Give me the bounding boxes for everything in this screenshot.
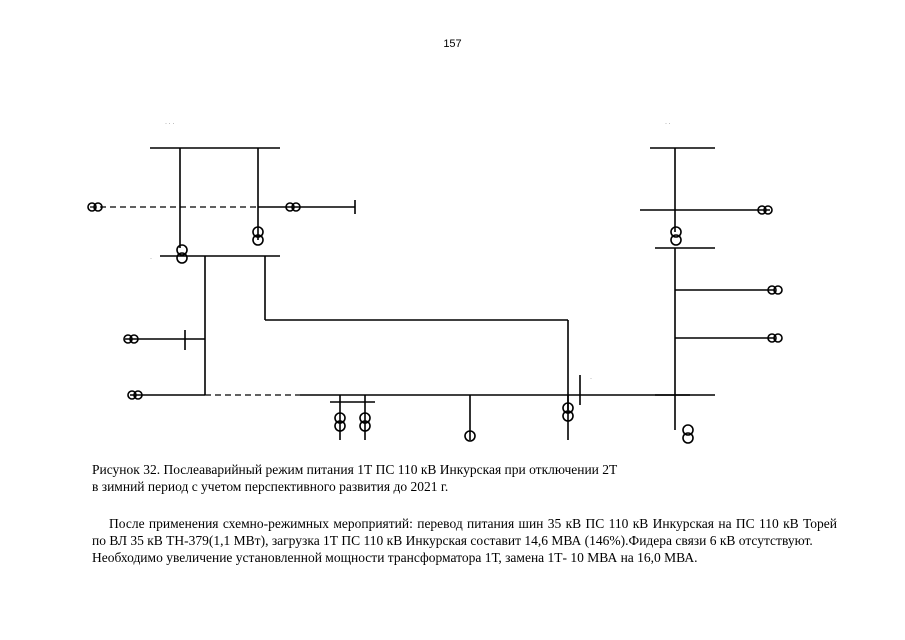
svg-text:·: · [150, 256, 152, 262]
figure-caption: Рисунок 32. Послеаварийный режим питания… [92, 461, 832, 495]
page-number: 157 [443, 38, 462, 50]
body-text: После применения схемно-режимных меропри… [92, 515, 837, 566]
caption-line-1: Рисунок 32. Послеаварийный режим питания… [92, 462, 618, 477]
caption-line-2: в зимний период с учетом перспективного … [92, 479, 449, 494]
svg-text:·: · [590, 376, 592, 382]
svg-text:· · ·: · · · [165, 121, 174, 127]
single-line-diagram: · · · · · · · [87, 121, 783, 444]
paragraph-2: Необходимо увеличение установленной мощн… [92, 550, 698, 565]
svg-text:· ·: · · [665, 121, 671, 127]
paragraph-1: После применения схемно-режимных меропри… [92, 516, 837, 548]
